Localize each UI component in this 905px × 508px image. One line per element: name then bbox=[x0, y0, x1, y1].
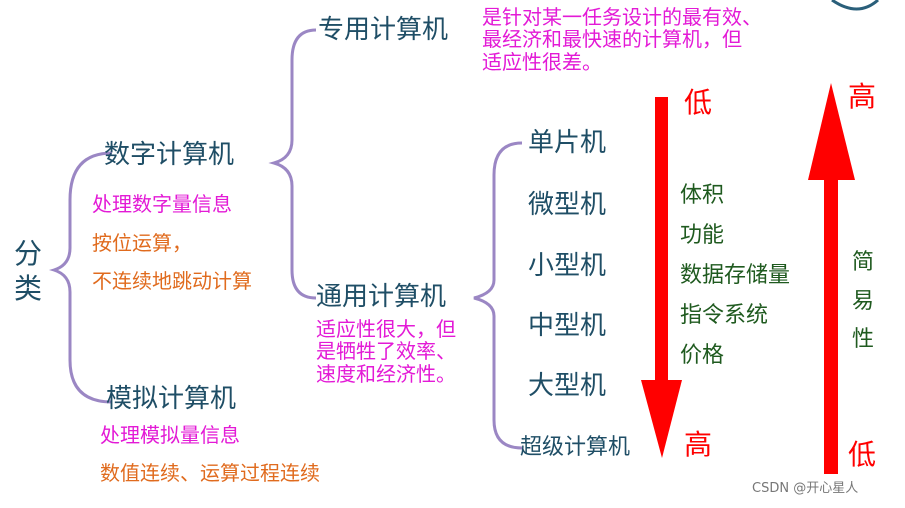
ease-label-char: 简 bbox=[852, 250, 875, 275]
special-desc-line: 是针对某一任务设计的最有效、 bbox=[482, 5, 762, 29]
root-brace bbox=[48, 151, 113, 404]
special-desc-line: 适应性很差。 bbox=[482, 49, 602, 74]
special-desc: 是针对某一任务设计的最有效、 最经济和最快速的计算机，但 适应性很差。 bbox=[482, 5, 762, 74]
up-arrow-shaft bbox=[824, 176, 838, 474]
analog-desc-line: 数值连续、运算过程连续 bbox=[100, 461, 320, 485]
metric-item: 价格 bbox=[680, 343, 725, 368]
up-arrow-top-label: 高 bbox=[848, 80, 877, 113]
type-label: 大型机 bbox=[528, 371, 607, 401]
ease-label: 简 易 性 bbox=[852, 244, 874, 360]
analog-desc-line: 处理模拟量信息 bbox=[100, 423, 240, 447]
special-computer-label: 专用计算机 bbox=[318, 15, 449, 45]
general-desc-line: 是牺牲了效率、 bbox=[316, 339, 456, 364]
down-arrow-bottom-label: 高 bbox=[684, 428, 713, 461]
type-label: 单片机 bbox=[528, 128, 607, 158]
general-desc-line: 速度和经济性。 bbox=[316, 361, 456, 386]
down-arrow-shaft bbox=[655, 97, 668, 387]
general-computer-label: 通用计算机 bbox=[316, 282, 447, 312]
digital-desc-line: 按位运算， bbox=[92, 231, 192, 255]
up-arrow-bottom-label: 低 bbox=[848, 438, 877, 471]
digital-desc-line: 不连续地跳动计算 bbox=[92, 269, 252, 293]
watermark: CSDN @开心星人 bbox=[752, 481, 859, 496]
ease-label-char: 性 bbox=[852, 327, 875, 352]
metric-item: 指令系统 bbox=[680, 303, 769, 328]
general-desc-line: 适应性很大，但 bbox=[316, 317, 456, 341]
special-desc-line: 最经济和最快速的计算机，但 bbox=[482, 27, 742, 52]
root-label-char: 分 bbox=[14, 237, 43, 270]
type-label: 微型机 bbox=[528, 190, 607, 220]
digital-desc-line: 处理数字量信息 bbox=[92, 192, 232, 216]
up-arrow-head bbox=[808, 83, 855, 180]
metric-item: 体积 bbox=[680, 183, 725, 208]
corner-decoration bbox=[831, 0, 880, 11]
type-label: 小型机 bbox=[528, 251, 607, 281]
analog-computer-label: 模拟计算机 bbox=[106, 384, 237, 414]
down-arrow-head bbox=[641, 380, 682, 458]
general-brace bbox=[473, 141, 523, 450]
root-label-char: 类 bbox=[14, 272, 43, 305]
metric-item: 功能 bbox=[680, 223, 725, 248]
ease-label-char: 易 bbox=[852, 288, 875, 314]
type-label: 中型机 bbox=[528, 311, 607, 341]
metric-item: 数据存储量 bbox=[680, 263, 791, 288]
down-arrow-top-label: 低 bbox=[684, 86, 713, 119]
type-label: 超级计算机 bbox=[520, 435, 631, 460]
digital-computer-label: 数字计算机 bbox=[104, 140, 235, 170]
root-label: 分 类 bbox=[14, 236, 42, 306]
digital-brace bbox=[268, 28, 317, 300]
general-desc: 适应性很大，但 是牺牲了效率、 速度和经济性。 bbox=[316, 317, 456, 386]
